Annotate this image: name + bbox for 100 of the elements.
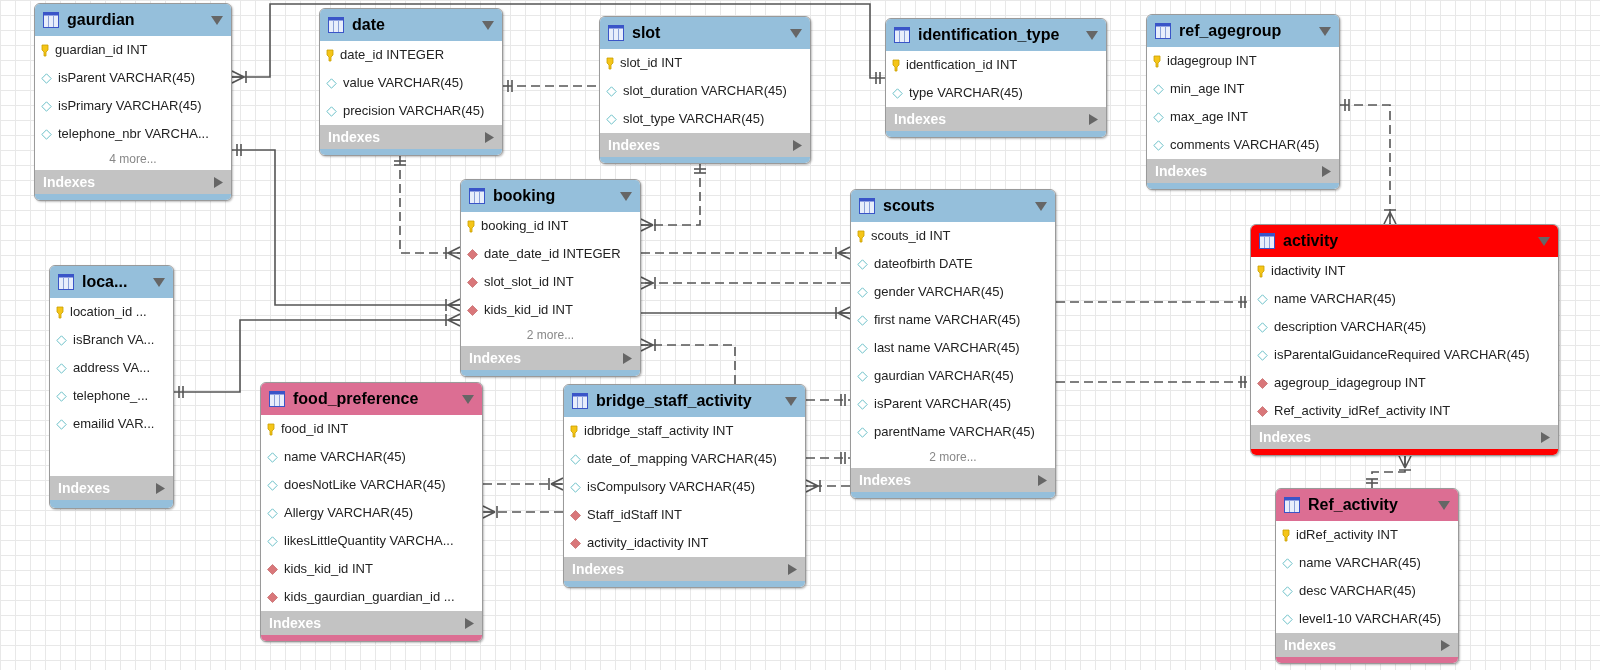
column-label: first name VARCHAR(45)	[874, 311, 1021, 330]
table-title: identification_type	[918, 25, 1061, 45]
relationship-line	[640, 276, 851, 290]
more-columns-text: 2 more...	[526, 327, 575, 344]
indexes-label: Indexes	[1284, 635, 1337, 655]
column-label: location_id ...	[70, 303, 147, 322]
column-label: guardian_id INT	[55, 41, 148, 60]
column-label: kids_gaurdian_guardian_id ...	[284, 588, 455, 607]
relationship-line	[640, 338, 736, 385]
column-label: date_date_id INTEGER	[484, 245, 621, 264]
column-label: kids_kid_id INT	[284, 560, 373, 579]
column-label: date_id INTEGER	[340, 46, 445, 65]
indexes-label: Indexes	[608, 135, 661, 155]
column-label: isParentalGuidanceRequired VARCHAR(45)	[1274, 346, 1530, 365]
relationship-line	[805, 452, 851, 464]
column-label: Allergy VARCHAR(45)	[284, 504, 414, 523]
indexes-label: Indexes	[859, 470, 912, 490]
column-label: gender VARCHAR(45)	[874, 283, 1004, 302]
relationship-line	[805, 479, 851, 493]
column-label: name VARCHAR(45)	[284, 448, 406, 467]
indexes-label: Indexes	[1155, 161, 1208, 181]
column-label: idagegroup INT	[1167, 52, 1257, 71]
indexes-label: Indexes	[328, 127, 381, 147]
table-card	[1275, 488, 1459, 664]
table-card	[599, 16, 811, 164]
table-card	[850, 189, 1056, 499]
table-title: loca...	[82, 272, 129, 292]
relationship-line	[805, 394, 851, 406]
column-label: address VA...	[73, 359, 151, 378]
indexes-label: Indexes	[58, 478, 111, 498]
table-card	[49, 265, 174, 509]
column-label: slot_duration VARCHAR(45)	[623, 82, 787, 101]
column-label: isParent VARCHAR(45)	[58, 69, 196, 88]
table-card	[34, 3, 232, 201]
column-label: comments VARCHAR(45)	[1170, 136, 1320, 155]
relationship-line	[640, 246, 851, 260]
table-card	[460, 179, 641, 377]
relationship-line	[231, 144, 461, 312]
column-label: kids_kid_id INT	[484, 301, 573, 320]
column-label: description VARCHAR(45)	[1274, 318, 1427, 337]
indexes-label: Indexes	[269, 613, 322, 633]
table-title: booking	[493, 186, 557, 206]
table-title: activity	[1283, 231, 1340, 251]
column-label: desc VARCHAR(45)	[1299, 582, 1416, 601]
relationship-line	[173, 313, 461, 398]
table-title: ref_agegroup	[1179, 21, 1283, 41]
table-title: scouts	[883, 196, 936, 216]
indexes-label: Indexes	[469, 348, 522, 368]
column-label: food_id INT	[281, 420, 349, 439]
column-label: isBranch VA...	[73, 331, 155, 350]
column-label: scouts_id INT	[871, 227, 951, 246]
relationship-line	[640, 306, 851, 320]
table-card	[1146, 14, 1340, 190]
table-card	[563, 384, 806, 588]
column-label: Staff_idStaff INT	[587, 506, 682, 525]
column-label: idbridge_staff_activity INT	[584, 422, 734, 441]
column-label: Ref_activity_idRef_activity INT	[1274, 402, 1451, 421]
column-label: parentName VARCHAR(45)	[874, 423, 1035, 442]
relationship-line	[482, 505, 564, 519]
column-label: date_of_mapping VARCHAR(45)	[587, 450, 777, 469]
table-title: date	[352, 15, 386, 35]
column-label: name VARCHAR(45)	[1274, 290, 1396, 309]
column-label: isCompulsory VARCHAR(45)	[587, 478, 756, 497]
column-label: type VARCHAR(45)	[909, 84, 1023, 103]
column-label: likesLittleQuantity VARCHA...	[284, 532, 454, 551]
relationship-line	[1339, 99, 1397, 225]
column-label: identfication_id INT	[906, 56, 1018, 75]
more-columns-text: 4 more...	[109, 151, 157, 168]
column-label: dateofbirth DATE	[874, 255, 973, 274]
column-label: max_age INT	[1170, 108, 1249, 127]
column-label: precision VARCHAR(45)	[343, 102, 485, 121]
table-card	[260, 382, 483, 642]
table-title: slot	[632, 23, 662, 43]
column-label: level1-10 VARCHAR(45)	[1299, 610, 1442, 629]
column-label: name VARCHAR(45)	[1299, 554, 1421, 573]
relationship-line	[231, 3, 886, 84]
column-label: isParent VARCHAR(45)	[874, 395, 1012, 414]
indexes-label: Indexes	[894, 109, 947, 129]
indexes-label: Indexes	[1259, 427, 1312, 447]
indexes-label: Indexes	[572, 559, 625, 579]
column-label: min_age INT	[1170, 80, 1245, 99]
table-card	[1250, 224, 1559, 456]
relationship-line	[640, 163, 706, 232]
more-columns-text: 2 more...	[929, 449, 977, 466]
column-label: booking_id INT	[481, 217, 569, 236]
column-label: telephone_nbr VARCHA...	[58, 125, 209, 144]
column-label: agegroup_idagegroup INT	[1274, 374, 1426, 393]
table-title: gaurdian	[67, 10, 136, 30]
table-title: Ref_activity	[1308, 495, 1399, 515]
column-label: slot_slot_id INT	[484, 273, 574, 292]
column-label: idRef_activity INT	[1296, 526, 1398, 545]
column-label: idactivity INT	[1271, 262, 1346, 281]
column-label: slot_type VARCHAR(45)	[623, 110, 765, 129]
indexes-label: Indexes	[43, 172, 96, 192]
column-label: telephone_...	[73, 387, 149, 406]
column-label: last name VARCHAR(45)	[874, 339, 1020, 358]
relationship-line	[394, 155, 461, 260]
column-label: doesNotLike VARCHAR(45)	[284, 476, 446, 495]
column-label: gaurdian VARCHAR(45)	[874, 367, 1014, 386]
column-label: value VARCHAR(45)	[343, 74, 464, 93]
